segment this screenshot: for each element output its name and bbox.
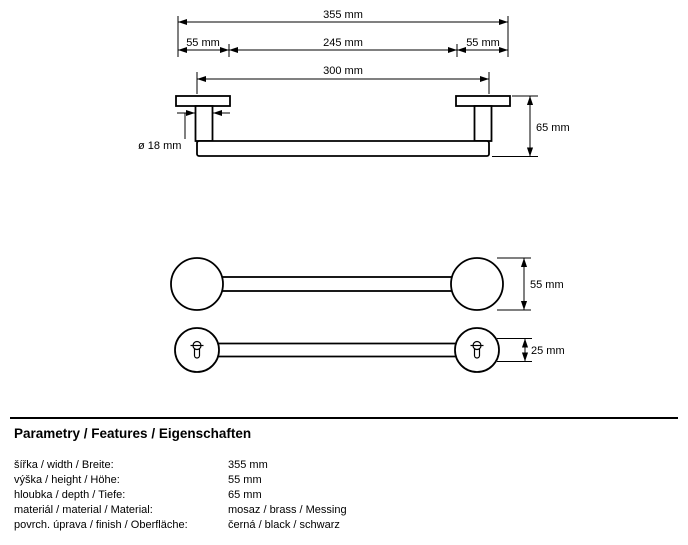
spec-value: 355 mm	[228, 459, 268, 471]
spec-label: výška / height / Höhe:	[14, 474, 120, 486]
side-view-part	[175, 95, 511, 157]
spec-label: šířka / width / Breite:	[14, 459, 114, 471]
spec-row-depth: hloubka / depth / Tiefe: 65 mm	[14, 488, 574, 503]
dim-bar-length: 300 mm	[196, 65, 490, 94]
dim-depth-label: 65 mm	[536, 122, 570, 134]
dim-post-diameter: ø 18 mm	[138, 109, 230, 152]
right-post	[473, 105, 493, 142]
spec-label: hloubka / depth / Tiefe:	[14, 489, 126, 501]
dim-plate-height-label: 55 mm	[530, 279, 564, 291]
dim-bar-length-label: 300 mm	[323, 65, 363, 77]
spec-value: 65 mm	[228, 489, 262, 501]
dim-bar-depth-label: 25 mm	[531, 345, 565, 357]
dim-right-plate-label: 55 mm	[466, 37, 500, 49]
front-view: 55 mm	[170, 257, 564, 311]
front-bar	[220, 276, 454, 292]
spec-value: černá / black / schwarz	[228, 519, 340, 531]
spec-row-material: materiál / material / Material: mosaz / …	[14, 503, 574, 518]
spec-row-finish: povrch. úprava / finish / Oberfläche: če…	[14, 518, 574, 533]
dim-total-width: 355 mm	[177, 9, 509, 57]
spec-row-width: šířka / width / Breite: 355 mm	[14, 458, 574, 473]
spec-label: povrch. úprava / finish / Oberfläche:	[14, 519, 188, 531]
dim-total-label: 355 mm	[323, 9, 363, 21]
side-view: 355 mm 55 mm 245 mm 55 mm 300 mm	[138, 9, 570, 157]
dim-plate-height: 55 mm	[497, 257, 564, 311]
left-post	[194, 105, 214, 142]
technical-drawing: 355 mm 55 mm 245 mm 55 mm 300 mm	[138, 9, 570, 373]
dim-left-plate-label: 55 mm	[186, 37, 220, 49]
specs-heading: Parametry / Features / Eigenschaften	[14, 426, 252, 441]
front-left-rosette	[170, 257, 224, 311]
spec-row-height: výška / height / Höhe: 55 mm	[14, 473, 574, 488]
section-divider	[10, 417, 678, 419]
dim-depth: 65 mm	[492, 95, 570, 157]
dim-bar-depth: 25 mm	[497, 338, 565, 362]
dim-chained: 55 mm 245 mm 55 mm	[178, 37, 508, 57]
dim-center-label: 245 mm	[323, 37, 363, 49]
spec-value: mosaz / brass / Messing	[228, 504, 347, 516]
dim-post-diameter-label: ø 18 mm	[138, 140, 181, 152]
left-keyhole-slot	[190, 340, 204, 359]
spec-label: materiál / material / Material:	[14, 504, 153, 516]
left-wall-plate	[175, 95, 231, 107]
right-keyhole-slot	[470, 340, 484, 359]
towel-bar	[196, 140, 490, 157]
specs-table: šířka / width / Breite: 355 mm výška / h…	[14, 458, 574, 533]
front-right-rosette	[450, 257, 504, 311]
right-wall-plate	[455, 95, 511, 107]
spec-value: 55 mm	[228, 474, 262, 486]
top-view: 25 mm	[174, 327, 565, 373]
